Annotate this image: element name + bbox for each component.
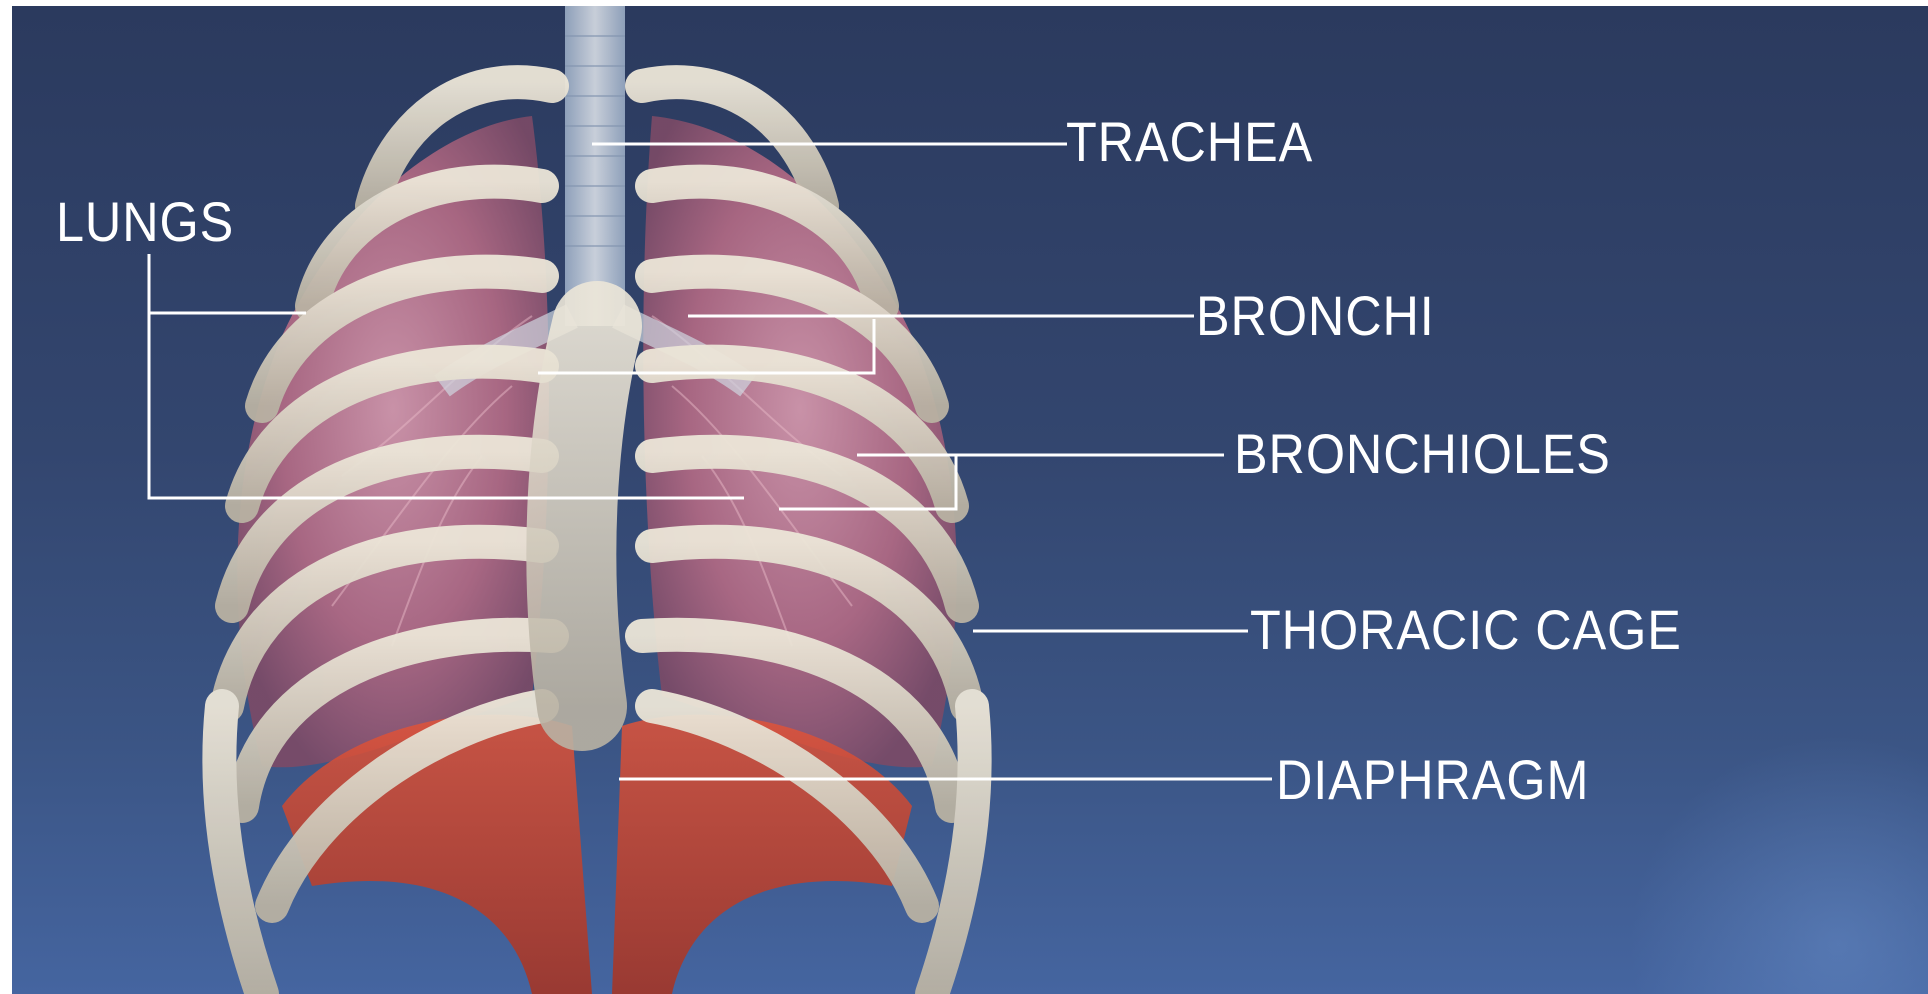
diaphragm-label: DIAPHRAGM bbox=[1276, 752, 1589, 808]
thoracic-cage-label: THORACIC CAGE bbox=[1250, 602, 1682, 658]
trachea-label: TRACHEA bbox=[1066, 114, 1313, 170]
lungs-label: LUNGS bbox=[56, 194, 234, 250]
anatomy-diagram: TRACHEA LUNGS BRONCHI BRONCHIOLES THORAC… bbox=[12, 6, 1928, 994]
bronchi-label: BRONCHI bbox=[1196, 288, 1435, 344]
thorax-illustration bbox=[12, 6, 1928, 994]
bronchioles-label: BRONCHIOLES bbox=[1234, 426, 1611, 482]
diaphragm-muscle bbox=[282, 715, 912, 994]
